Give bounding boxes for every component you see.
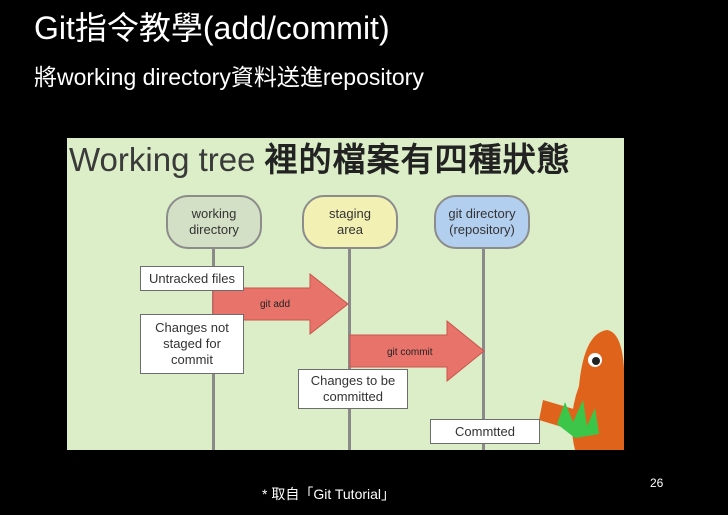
diagram-title-latin: Working tree	[69, 141, 256, 178]
state-committed: Commtted	[430, 419, 540, 444]
state-changes-not-staged: Changes not staged for commit	[140, 314, 244, 374]
slide-title: Git指令教學(add/commit)	[34, 10, 390, 46]
mascot-icon	[539, 330, 624, 450]
slide-subtitle: 將working directory資料送進repository	[34, 64, 424, 90]
state-label-line2: staged for	[163, 336, 221, 351]
git-commit-arrow	[349, 319, 485, 383]
stage-label-line2: area	[336, 222, 363, 237]
stage-repository: git directory(repository)	[434, 195, 530, 249]
page-number: 26	[650, 476, 664, 490]
stage-label-line1: git directory	[448, 206, 516, 221]
stage-label-line2: (repository)	[449, 222, 515, 237]
state-label-line2: committed	[323, 389, 383, 404]
git-commit-label: git commit	[387, 347, 433, 358]
diagram-title: Working tree 裡的檔案有四種狀態	[69, 140, 571, 180]
state-label: Untracked files	[149, 270, 235, 286]
state-label: Commtted	[455, 423, 515, 439]
repository-line	[482, 233, 485, 450]
state-changes-to-be-committed: Changes to be committed	[298, 369, 408, 409]
stage-label-line2: directory	[189, 222, 239, 237]
stage-label-line1: staging	[329, 206, 371, 221]
state-label-line1: Changes to be	[310, 373, 396, 388]
source-footnote: * 取自「Git Tutorial」	[262, 486, 396, 502]
state-label-line1: Changes not	[155, 320, 229, 335]
diagram-title-cjk: 裡的檔案有四種狀態	[264, 141, 571, 178]
diagram-arrows	[212, 272, 624, 450]
state-label-line3: commit	[171, 352, 213, 367]
stage-label-line1: working	[191, 206, 237, 221]
git-add-label: git add	[260, 299, 291, 310]
state-untracked-files: Untracked files	[140, 266, 244, 291]
